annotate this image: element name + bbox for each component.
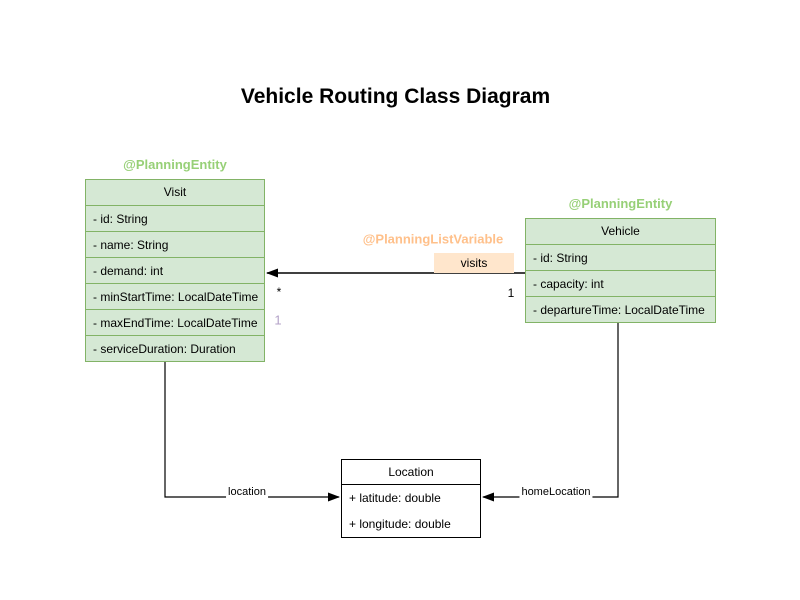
class-attribute: - name: String (86, 231, 264, 257)
home-location-edge-label[interactable]: homeLocation (519, 486, 593, 498)
visits-multiplicity-target: * (276, 285, 282, 299)
class-visit-attributes: - id: String- name: String- demand: int-… (86, 205, 264, 361)
visit-stereotype: @PlanningEntity (123, 157, 227, 172)
class-attribute: - serviceDuration: Duration (86, 335, 264, 361)
class-visit[interactable]: Visit - id: String- name: String- demand… (85, 179, 265, 362)
class-location-name: Location (342, 460, 480, 485)
class-attribute: + longitude: double (349, 517, 451, 531)
planning-list-variable-annotation: @PlanningListVariable (362, 231, 504, 247)
home-location-edge[interactable] (482, 322, 619, 502)
class-attribute: - id: String (86, 205, 264, 231)
class-attribute: - demand: int (86, 257, 264, 283)
vehicle-stereotype: @PlanningEntity (568, 196, 673, 211)
class-location-attributes: + latitude: double + longitude: double (342, 485, 480, 537)
class-vehicle-attributes: - id: String- capacity: int- departureTi… (526, 244, 715, 322)
class-attribute: + latitude: double (349, 491, 441, 505)
visits-extra-marker: 1 (274, 312, 282, 328)
class-location[interactable]: Location + latitude: double + longitude: … (341, 459, 481, 538)
class-attribute: - departureTime: LocalDateTime (526, 296, 715, 322)
visits-edge-label[interactable]: visits (434, 253, 514, 273)
diagram-title: Vehicle Routing Class Diagram (240, 85, 551, 108)
class-attribute: - capacity: int (526, 270, 715, 296)
class-vehicle-name: Vehicle (601, 224, 640, 238)
location-edge-label[interactable]: location (226, 486, 268, 498)
visits-multiplicity-source: 1 (507, 286, 515, 300)
class-attribute: - id: String (526, 244, 715, 270)
class-visit-name: Visit (163, 185, 187, 199)
class-vehicle[interactable]: Vehicle - id: String- capacity: int- dep… (525, 218, 716, 323)
class-attribute: - maxEndTime: LocalDateTime (86, 309, 264, 335)
location-edge[interactable] (164, 361, 340, 502)
class-attribute: - minStartTime: LocalDateTime (86, 283, 264, 309)
